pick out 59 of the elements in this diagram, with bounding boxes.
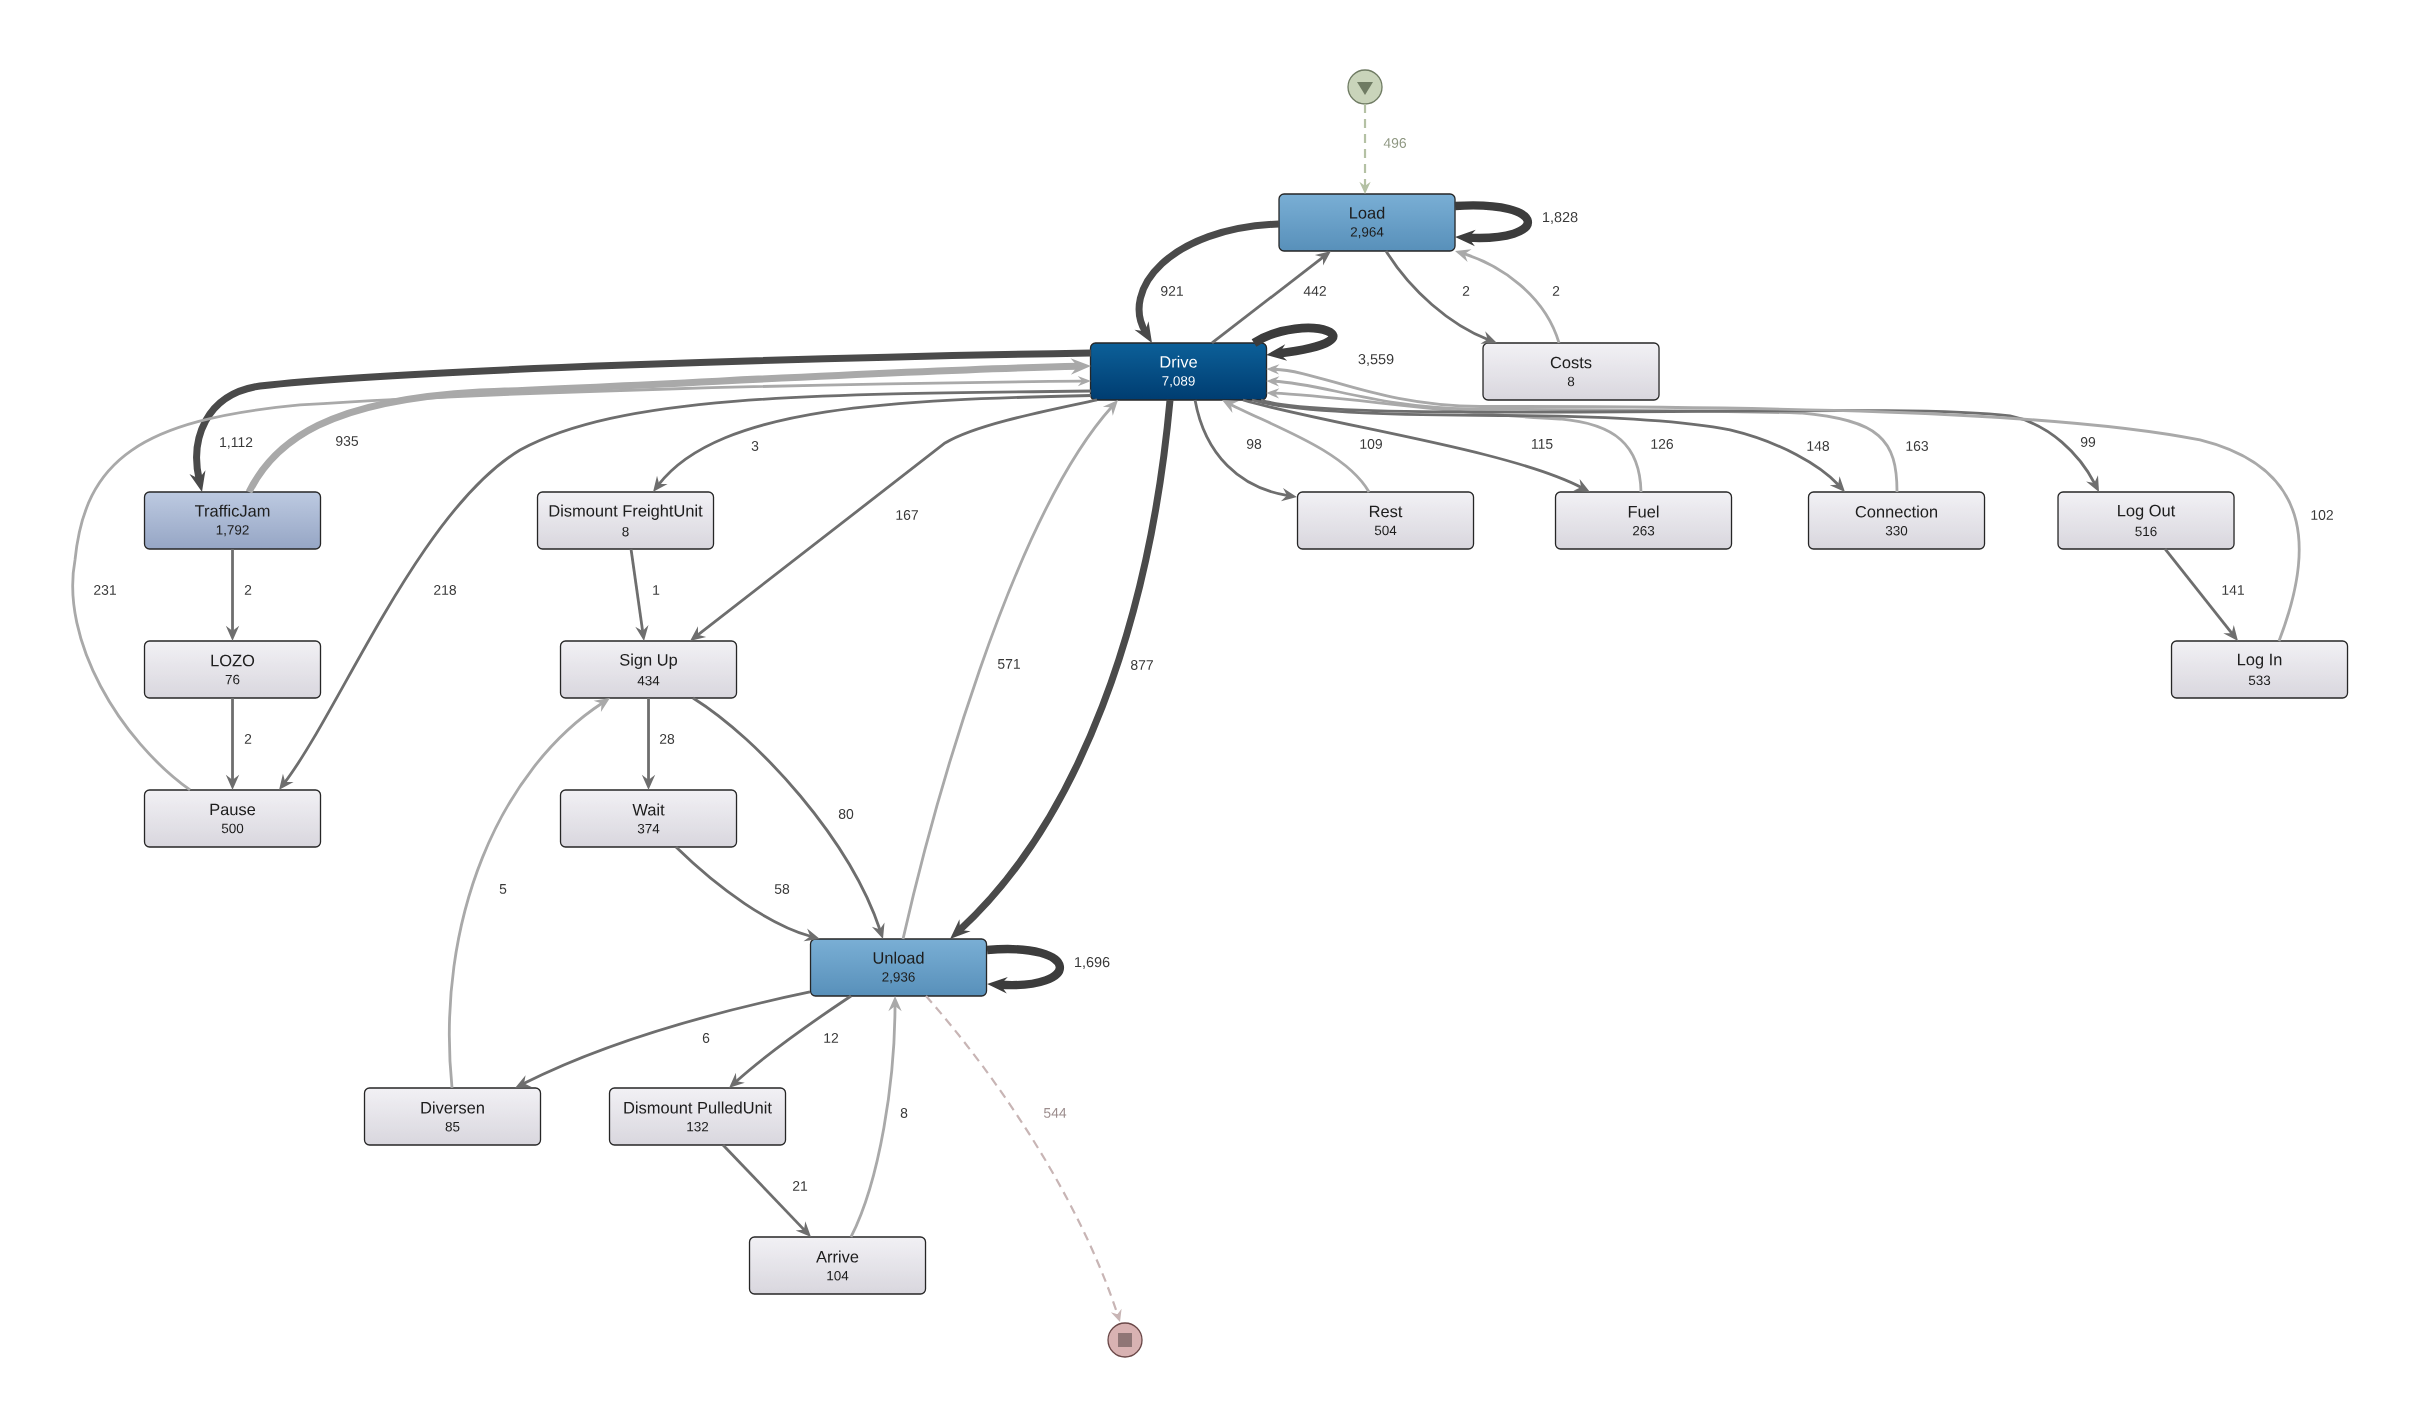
edge-label: 28	[658, 733, 676, 745]
end-circle	[1107, 1322, 1143, 1358]
edge-label: 1,696	[1072, 956, 1112, 970]
edge-label: 141	[2220, 584, 2246, 596]
edge-label: 2	[1461, 285, 1471, 297]
edge-label: 921	[1159, 285, 1185, 297]
activity-box: Unload 2,936	[809, 938, 988, 997]
edge-label: 877	[1129, 659, 1155, 671]
edge-label: 6	[701, 1032, 711, 1044]
activity-box: TrafficJam 1,792	[143, 491, 322, 550]
edge-label: 1,828	[1540, 211, 1580, 225]
start-circle	[1347, 69, 1383, 105]
activity-box: LOZO 76	[143, 640, 322, 699]
edge-label: 163	[1904, 440, 1930, 452]
edge-label: 58	[773, 883, 791, 895]
edge-label: 218	[432, 584, 458, 596]
loop-arrow	[1454, 201, 1532, 247]
activity-box: Rest 504	[1296, 491, 1475, 550]
edge-label: 109	[1358, 438, 1384, 450]
edge-label: 2	[243, 584, 253, 596]
activity-box: Log In 533	[2170, 640, 2349, 699]
activity-box: Fuel 263	[1554, 491, 1733, 550]
edge-label: 2	[243, 733, 253, 745]
activity-box: Drive 7,089	[1089, 342, 1268, 401]
activity-box: Connection 330	[1807, 491, 1986, 550]
edge-label: 231	[92, 584, 118, 596]
activity-box: Diversen 85	[363, 1087, 542, 1146]
edge-label: 3,559	[1356, 353, 1396, 367]
loop-arrow	[986, 944, 1064, 994]
activity-box: Pause 500	[143, 789, 322, 848]
loop-arrow	[1252, 323, 1337, 361]
edge-label: 1	[651, 584, 661, 596]
edge-label: 115	[1529, 438, 1555, 450]
edge-label: 2	[1551, 285, 1561, 297]
edge-label: 935	[334, 435, 360, 447]
edge-label: 21	[791, 1180, 809, 1192]
activity-box: Costs 8	[1482, 342, 1660, 401]
edge-label: 148	[1805, 440, 1831, 452]
edge-label: 571	[996, 658, 1022, 670]
activity-box: Log Out 516	[2057, 491, 2235, 550]
activity-box: Dismount FreightUnit 8	[536, 491, 715, 550]
edge-label: 3	[750, 440, 760, 452]
edge-label: 5	[498, 883, 508, 895]
edge-label: 98	[1245, 438, 1263, 450]
edge-label: 544	[1042, 1107, 1068, 1119]
edge-label: 12	[822, 1032, 840, 1044]
edge-label: 99	[2079, 436, 2097, 448]
activity-box: Arrive 104	[748, 1236, 927, 1295]
edge-label: 8	[899, 1107, 909, 1119]
edge-label: 102	[2309, 509, 2335, 521]
edge-label: 1,112	[218, 436, 254, 450]
edge-label: 167	[894, 509, 920, 521]
edge-label: 442	[1302, 285, 1328, 297]
edge-label: 80	[837, 808, 855, 820]
activity-box: Wait 374	[559, 789, 738, 848]
activity-box: Sign Up 434	[559, 640, 738, 699]
edge-label: 126	[1649, 438, 1675, 450]
activity-box: Load 2,964	[1278, 193, 1456, 252]
activity-box: Dismount PulledUnit 132	[608, 1087, 787, 1146]
